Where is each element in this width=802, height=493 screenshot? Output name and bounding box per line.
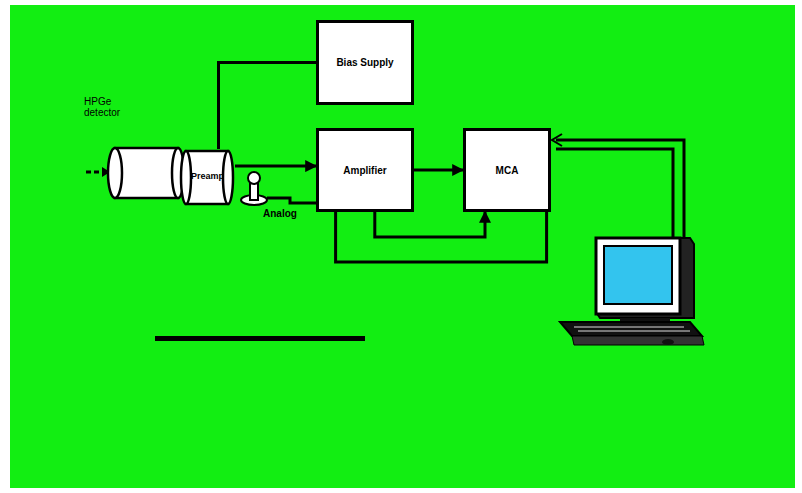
signal-wire [219,63,317,150]
radiation-arrow [86,171,104,174]
analog-knob [241,172,267,205]
part-name: HPGe detector [84,96,132,118]
signal-wire [336,212,547,262]
process-box: Amplifier [316,128,414,212]
box-label: MCA [496,165,519,176]
knob-wire [267,198,316,203]
signal-wire [235,165,316,168]
detector-cylinder: HPGe detector [82,96,180,206]
preamp-cylinder: Preamp [180,149,235,206]
process-box: Bias Supply [316,20,414,105]
computer-icon [560,238,704,345]
part-name: Preamp [180,171,235,181]
box-label: Bias Supply [336,57,393,68]
box-label: Amplifier [343,165,386,176]
mca-computer-wires [552,134,684,238]
scale-bar [155,336,365,341]
control-label: Analog [262,208,298,219]
green-ground [10,5,795,488]
signal-wire [414,169,463,172]
process-box: MCA [463,128,551,212]
signal-wire [375,212,485,237]
